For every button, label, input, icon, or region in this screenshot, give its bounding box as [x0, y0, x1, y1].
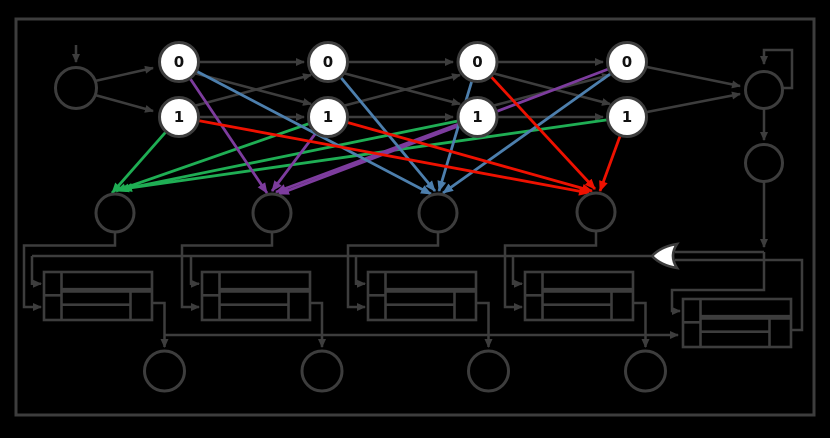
metric-unit-2: [251, 192, 293, 234]
state-node-t3-s1: [456, 96, 499, 138]
output-node-1: [143, 349, 186, 393]
state-label: 0: [622, 53, 632, 71]
trellis-state-nodes: 0 1 0 1 0 1 0 1: [158, 41, 648, 138]
acs-block-4: [523, 270, 635, 322]
state-label: 1: [472, 108, 482, 126]
outer-border: [14, 17, 816, 417]
state-node-t3-s0: [456, 41, 499, 83]
state-label: 1: [174, 108, 184, 126]
acs-block-2: [200, 270, 312, 322]
metric-unit-1: [94, 192, 136, 234]
traceback-chain: [670, 48, 794, 315]
state-node-t1-s1: [158, 96, 200, 138]
state-label: 1: [323, 108, 333, 126]
block-output-wires: [152, 301, 647, 335]
output-node-2: [300, 349, 344, 393]
traceback-buffer-node: [744, 143, 784, 183]
output-node-4: [624, 349, 667, 393]
self-loop-wire: [760, 48, 794, 90]
branch-fan-purple: [177, 60, 628, 196]
output-nodes: [143, 349, 667, 393]
state-node-t2-s1: [307, 96, 349, 138]
state-label: 0: [174, 53, 184, 71]
state-label: 1: [622, 108, 632, 126]
survivor-bus: [160, 331, 679, 348]
state-node-t1-s0: [158, 41, 200, 83]
or-gate: [650, 242, 680, 270]
state-node-t2-s0: [307, 41, 349, 83]
metric-unit-3: [417, 192, 459, 234]
output-node-3: [467, 349, 510, 393]
gate-bottom-feedback-wire: [675, 258, 804, 332]
state-label: 0: [323, 53, 333, 71]
metric-unit-4: [575, 191, 617, 233]
start-node: [54, 66, 98, 110]
metric-units: [22, 191, 617, 311]
state-node-t4-s0: [606, 41, 648, 83]
branch-fan-blue: [178, 60, 628, 196]
block5-top-input-wire: [670, 252, 766, 315]
acs-block-5: [681, 297, 793, 349]
acs-block-3: [366, 270, 478, 322]
state-node-t4-s1: [606, 96, 648, 138]
acs-block-1: [42, 270, 154, 322]
state-label: 0: [472, 53, 482, 71]
traceback-node: [744, 70, 784, 110]
decision-bus: [30, 254, 652, 288]
